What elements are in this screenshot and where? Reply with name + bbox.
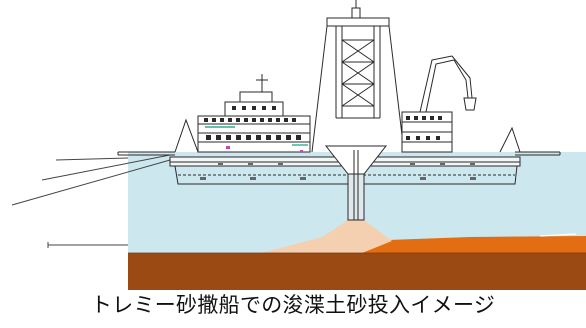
hull-markers	[200, 163, 476, 180]
sand-mound	[262, 212, 392, 253]
excavator-details	[406, 116, 442, 140]
vessel-superstructure	[197, 74, 311, 153]
superstructure-windows	[204, 106, 301, 140]
dredged-sand-placement-illustration	[11, 0, 586, 290]
mooring-lines	[11, 154, 171, 248]
sediment-layer	[355, 236, 586, 253]
excavator-crane	[401, 55, 477, 153]
tremie-pipe	[324, 145, 388, 221]
figure-caption: トレミー砂撒船での浚渫土砂投入イメージ	[90, 293, 496, 317]
seabed	[128, 253, 586, 290]
tremie-tower	[311, 0, 405, 153]
seabed-marker	[539, 233, 577, 237]
